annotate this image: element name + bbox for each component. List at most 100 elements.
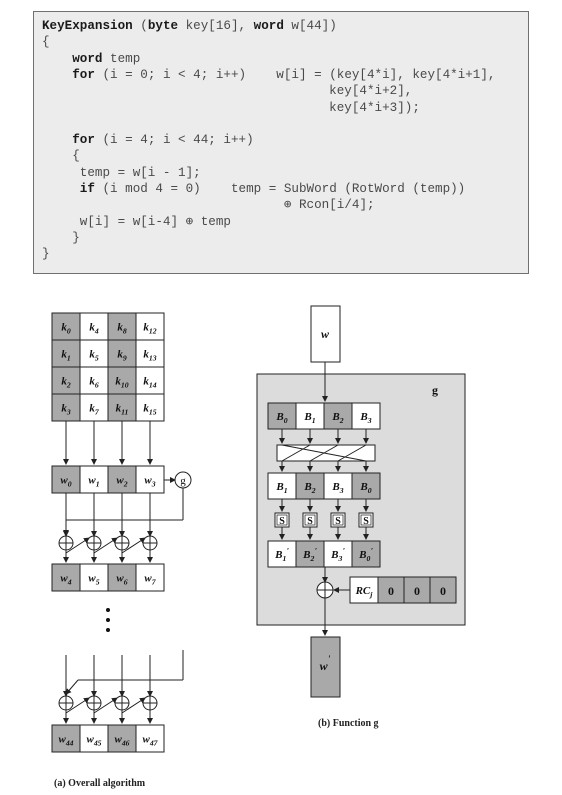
byte-cell-box <box>351 402 381 430</box>
byte-cell: B1 <box>275 481 287 495</box>
w-output-label: w' <box>320 654 331 673</box>
g-panel-label: g <box>432 383 438 397</box>
w-input-box <box>310 305 341 363</box>
sbox-inner <box>360 514 372 526</box>
sbox-label: S <box>363 516 369 527</box>
connector-line <box>309 444 339 462</box>
key-cell-box <box>135 393 165 422</box>
continuation-dot <box>106 608 110 612</box>
word-cell-box <box>79 724 109 753</box>
g-function-label: g <box>180 475 186 487</box>
word-cell: w0 <box>60 475 71 489</box>
code-listing: KeyExpansion (byte key[16], word w[44]) {… <box>33 11 529 274</box>
rcon-cell-box <box>349 576 379 604</box>
key-cell: k0 <box>61 322 71 336</box>
byte-cell: B2 <box>303 481 315 495</box>
code-line: } <box>42 247 50 262</box>
byte-cell: B0 <box>275 411 287 425</box>
code-line: KeyExpansion (byte key[16], word w[44]) <box>42 19 337 33</box>
sbox-label: S <box>335 516 341 527</box>
word-cell: w44 <box>58 734 73 748</box>
sbox-inner <box>304 514 316 526</box>
continuation-dot <box>106 618 110 622</box>
code-line: key[4*i+3]); <box>42 100 420 115</box>
code-line: { <box>42 35 50 50</box>
byte-cell-box <box>295 402 325 430</box>
byte-cell: B2 <box>331 411 343 425</box>
word-cell: w47 <box>142 734 158 748</box>
key-cell: k1 <box>61 349 71 363</box>
word-cell: w45 <box>86 734 101 748</box>
byte-cell-box <box>295 540 325 568</box>
caption-overall-algorithm: (a) Overall algorithm <box>54 778 146 789</box>
code-line: ⊕ Rcon[i/4]; <box>42 198 375 213</box>
rcon-zero-box <box>403 576 431 604</box>
key-cell: k3 <box>61 403 71 417</box>
w-output-box <box>310 636 341 698</box>
key-cell: k7 <box>89 403 100 417</box>
key-cell: k2 <box>61 376 71 390</box>
key-cell-box <box>107 312 137 341</box>
code-line: key[4*i+2], <box>42 84 413 99</box>
byte-cell: B3' <box>330 546 345 563</box>
key-cell: k11 <box>116 403 129 417</box>
sbox-inner <box>332 514 344 526</box>
code-line: temp = w[i - 1]; <box>42 165 201 180</box>
word-cell-box <box>135 563 165 592</box>
word-cell: w6 <box>116 573 127 587</box>
key-cell: k9 <box>117 349 127 363</box>
connector-line <box>337 444 367 462</box>
word-cell: w5 <box>88 573 99 587</box>
code-line: { <box>42 149 80 164</box>
sbox-inner <box>276 514 288 526</box>
key-cell: k10 <box>115 376 128 390</box>
connector-line <box>65 697 90 714</box>
connector-line <box>121 537 146 554</box>
byte-cell-box <box>267 540 297 568</box>
word-cell: w7 <box>144 573 156 587</box>
word-cell: w4 <box>60 573 71 587</box>
word-cell-box <box>107 724 137 753</box>
byte-cell: B0 <box>359 481 371 495</box>
key-cell-box <box>51 366 81 395</box>
key-cell-box <box>107 339 137 368</box>
byte-cell: B1' <box>274 546 289 563</box>
rcon-zero: 0 <box>388 584 394 598</box>
code-line: for (i = 0; i < 4; i++) w[i] = (key[4*i]… <box>72 67 496 82</box>
byte-cell: B1 <box>303 411 315 425</box>
connector-line <box>121 697 146 714</box>
byte-cell: B0' <box>358 546 373 563</box>
word-cell: w46 <box>114 734 129 748</box>
rcon-zero: 0 <box>440 584 446 598</box>
word-cell-box <box>135 724 165 753</box>
key-cell: k4 <box>89 322 99 336</box>
key-cell-box <box>79 339 109 368</box>
rcon-cell: RCj <box>355 585 374 599</box>
word-cell: w2 <box>116 475 127 489</box>
sbox-label: S <box>279 516 285 527</box>
byte-cell-box <box>295 472 325 500</box>
rcon-zero-box <box>377 576 405 604</box>
code-line: if (i mod 4 = 0) temp = SubWord (RotWord… <box>79 182 466 196</box>
connector-line <box>93 537 118 554</box>
code-line: } <box>42 230 80 245</box>
key-cell-box <box>135 366 165 395</box>
word-cell: w1 <box>88 475 99 489</box>
caption-function-g: (b) Function g <box>318 718 379 729</box>
key-cell: k8 <box>117 322 127 336</box>
connector-line <box>65 537 90 554</box>
key-cell-box <box>51 393 81 422</box>
connector-line <box>281 444 311 462</box>
byte-cell-box <box>351 540 381 568</box>
continuation-dot <box>106 628 110 632</box>
key-cell: k12 <box>143 322 156 336</box>
rcon-zero: 0 <box>414 584 420 598</box>
connector-line <box>65 679 79 695</box>
code-line: w[i] = w[i-4] ⊕ temp <box>42 214 231 229</box>
byte-cell-box <box>267 402 297 430</box>
key-cell: k14 <box>143 376 156 390</box>
byte-cell-box <box>351 472 381 500</box>
byte-cell: B3 <box>359 411 371 425</box>
